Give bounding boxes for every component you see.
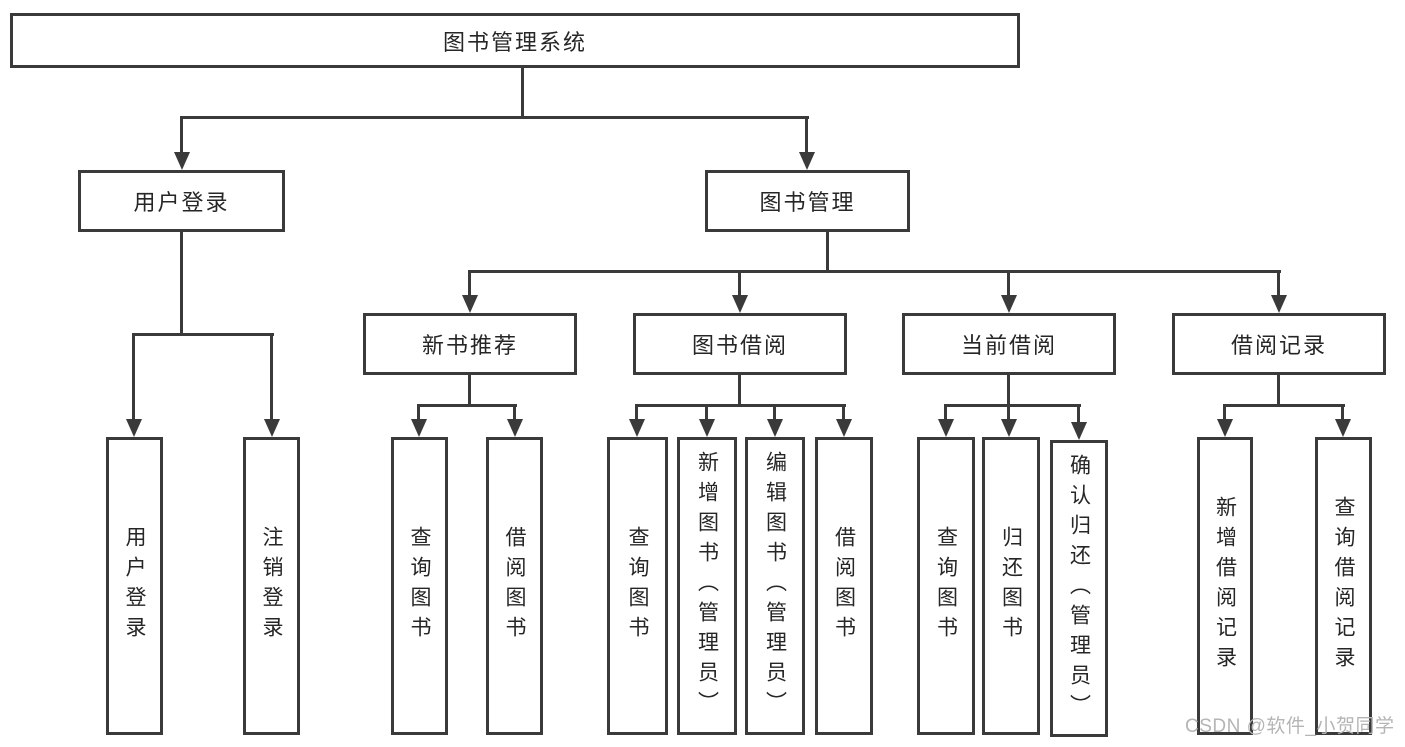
node-borrow-edit: 编辑图书（管理员）: [745, 437, 805, 735]
arrow-down-icon: [799, 152, 815, 170]
connector-drop: [1277, 272, 1280, 297]
node-borrow-add: 新增图书（管理员）: [677, 437, 737, 735]
connector-drop: [805, 118, 808, 154]
node-label-login-user: 用户登录: [123, 526, 146, 646]
node-current-confirm: 确认归还（管理员）: [1050, 440, 1108, 737]
node-label-records: 借阅记录: [1230, 333, 1327, 358]
arrow-down-icon: [264, 419, 280, 437]
node-newbook: 新书推荐: [363, 313, 577, 375]
connector-stem: [826, 232, 829, 272]
connector-rail: [132, 333, 274, 336]
connector-rail: [180, 116, 809, 119]
node-label-borrow-query: 查询图书: [626, 526, 649, 646]
watermark: CSDN @软件_小贺同学: [1185, 716, 1395, 737]
arrow-down-icon: [836, 419, 852, 437]
connector-drop: [132, 335, 135, 421]
node-current-query: 查询图书: [917, 437, 975, 735]
node-label-newbook-query: 查询图书: [408, 526, 431, 646]
node-label-current-confirm: 确认归还（管理员）: [1067, 453, 1091, 724]
node-root: 图书管理系统: [10, 13, 1020, 68]
connector-stem: [521, 68, 524, 118]
node-login-logout: 注销登录: [243, 437, 300, 735]
node-label-current-return: 归还图书: [999, 526, 1023, 646]
connector-drop: [270, 335, 273, 421]
node-label-mgmt: 图书管理: [759, 190, 856, 215]
connector-drop: [468, 272, 471, 297]
node-label-login: 用户登录: [133, 190, 230, 215]
arrow-down-icon: [411, 419, 427, 437]
connector-rail: [635, 404, 846, 407]
node-records-add: 新增借阅记录: [1197, 437, 1253, 735]
connector-drop: [944, 406, 947, 421]
connector-stem: [180, 232, 183, 335]
connector-stem: [468, 375, 471, 406]
connector-drop: [705, 406, 708, 421]
node-borrow-lend: 借阅图书: [815, 437, 873, 735]
connector-drop: [635, 406, 638, 421]
arrow-down-icon: [174, 152, 190, 170]
connector-drop: [1341, 406, 1344, 421]
connector-drop: [842, 406, 845, 421]
node-label-records-query: 查询借阅记录: [1332, 496, 1355, 676]
connector-stem: [738, 375, 741, 406]
connector-drop: [180, 118, 183, 154]
node-label-current: 当前借阅: [960, 333, 1057, 358]
connector-drop: [773, 406, 776, 421]
arrow-down-icon: [1217, 419, 1233, 437]
connector-drop: [513, 406, 516, 421]
arrow-down-icon: [699, 419, 715, 437]
node-current: 当前借阅: [902, 313, 1116, 375]
node-label-newbook-borrow: 借阅图书: [503, 526, 526, 646]
node-mgmt: 图书管理: [705, 170, 910, 232]
connector-stem: [1277, 375, 1280, 406]
node-label-borrow-edit: 编辑图书（管理员）: [763, 451, 787, 721]
connector-stem: [1007, 375, 1010, 406]
node-records-query: 查询借阅记录: [1315, 437, 1372, 735]
node-label-root: 图书管理系统: [442, 29, 587, 55]
connector-rail: [944, 404, 1081, 407]
connector-drop: [417, 406, 420, 421]
arrow-down-icon: [1071, 422, 1087, 440]
connector-rail: [417, 404, 517, 407]
node-borrow-query: 查询图书: [607, 437, 668, 735]
arrow-down-icon: [1001, 419, 1017, 437]
connector-drop: [738, 272, 741, 297]
node-newbook-query: 查询图书: [391, 437, 448, 735]
arrow-down-icon: [462, 295, 478, 313]
node-records: 借阅记录: [1172, 313, 1386, 375]
connector-drop: [1223, 406, 1226, 421]
arrow-down-icon: [507, 419, 523, 437]
node-current-return: 归还图书: [982, 437, 1040, 735]
node-label-current-query: 查询图书: [934, 526, 958, 646]
node-login: 用户登录: [78, 170, 285, 232]
arrow-down-icon: [1001, 295, 1017, 313]
node-label-newbook: 新书推荐: [421, 333, 518, 358]
connector-drop: [1007, 272, 1010, 297]
connector-rail: [1223, 404, 1345, 407]
node-label-records-add: 新增借阅记录: [1213, 496, 1237, 676]
arrow-down-icon: [1335, 419, 1351, 437]
node-label-borrow-lend: 借阅图书: [832, 526, 856, 646]
node-newbook-borrow: 借阅图书: [486, 437, 543, 735]
connector-rail: [468, 270, 1281, 273]
node-login-user: 用户登录: [106, 437, 163, 735]
node-label-borrow-add: 新增图书（管理员）: [695, 451, 719, 721]
arrow-down-icon: [1271, 295, 1287, 313]
arrow-down-icon: [126, 419, 142, 437]
node-borrow: 图书借阅: [633, 313, 847, 375]
arrow-down-icon: [767, 419, 783, 437]
arrow-down-icon: [732, 295, 748, 313]
node-label-login-logout: 注销登录: [260, 526, 283, 646]
arrow-down-icon: [629, 419, 645, 437]
connector-drop: [1077, 406, 1080, 424]
arrow-down-icon: [938, 419, 954, 437]
connector-drop: [1007, 406, 1010, 421]
node-label-borrow: 图书借阅: [691, 333, 788, 358]
